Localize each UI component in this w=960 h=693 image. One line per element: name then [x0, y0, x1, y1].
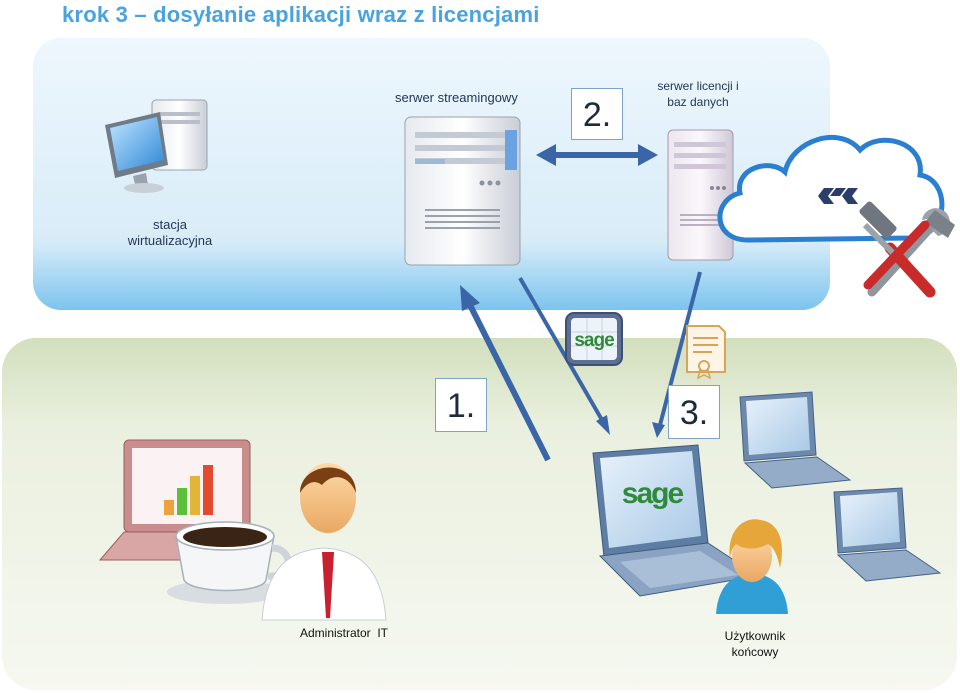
sage-large-logo: sage: [622, 477, 684, 510]
sage-small-logo: sage: [574, 330, 614, 351]
person-icon: [716, 519, 788, 614]
cloud-logo-icon: [818, 188, 858, 204]
license-server-label: serwer licencji i baz danych: [628, 78, 768, 110]
streaming-server-label: serwer streamingowy: [395, 90, 518, 105]
station-label: stacja wirtualizacyjna: [100, 217, 240, 249]
admin-label: Administrator IT: [299, 626, 389, 640]
tools-icon: [859, 201, 955, 298]
step-3-badge: 3.: [668, 385, 720, 439]
license-server-label-line1: serwer licencji i: [657, 79, 739, 93]
license-server-label-line2: baz danych: [667, 95, 729, 109]
bar-chart-icon: [164, 465, 213, 515]
document-icon: [686, 325, 726, 380]
flow-arrows: [460, 271, 702, 462]
desktop-computer-icon: [105, 99, 208, 193]
station-label-line2: wirtualizacyjna: [127, 233, 213, 248]
user-label: Użytkownik końcowy: [700, 628, 810, 660]
coffee-cup-icon: [167, 521, 292, 604]
server-icon: [404, 116, 521, 266]
station-label-line1: stacja: [153, 217, 187, 232]
laptop-icon: sage: [592, 444, 760, 597]
laptop-icon: [739, 391, 852, 489]
cloud-icon: [717, 134, 945, 243]
bidirectional-arrow: [536, 144, 658, 166]
step-1-badge: 1.: [435, 378, 487, 432]
step-2-badge: 2.: [571, 88, 623, 140]
server-icon: [667, 129, 734, 261]
person-icon: [261, 463, 387, 621]
sage-app-icon: sage: [565, 312, 623, 366]
user-label-line2: końcowy: [731, 645, 779, 659]
laptop-icon: [833, 487, 942, 582]
page-title: krok 3 – dosyłanie aplikacji wraz z lice…: [62, 2, 540, 27]
user-label-line1: Użytkownik: [724, 629, 786, 643]
